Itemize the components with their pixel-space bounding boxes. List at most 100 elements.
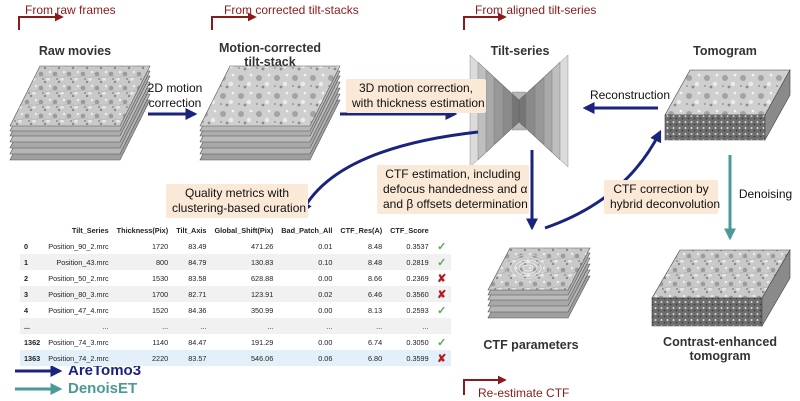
ctf-res-cell: 8.48 <box>367 241 383 251</box>
heading-tomogram: Tomogram <box>693 44 757 58</box>
row-index: 1 <box>20 254 45 270</box>
enhanced-tomogram-block <box>651 248 791 328</box>
bad-patch-cell: 0.00 <box>318 305 333 315</box>
row-index: 1362 <box>24 337 41 347</box>
thickness-cell: 1140 <box>152 337 169 347</box>
row-index: 1363 <box>20 350 45 366</box>
cross-icon: ✘ <box>437 272 447 285</box>
heading-ctf-parameters: CTF parameters <box>483 338 579 352</box>
ctf-res-cell: 8.13 <box>367 305 383 315</box>
table-header <box>433 222 451 238</box>
table-header <box>20 222 44 238</box>
global-shift-cell: 191.29 <box>250 337 274 347</box>
quality-metrics-table: Tilt_Series Thickness(Pix) Tilt_Axis Glo… <box>20 222 451 366</box>
tilt-series-cell: Position_80_3.mrc <box>44 286 113 302</box>
ctf-score-cell: 0.3599 <box>386 350 433 366</box>
ctf-score-cell: 0.3537 <box>406 241 429 251</box>
row-index: ... <box>20 318 45 334</box>
global-shift-cell: 628.88 <box>250 273 274 283</box>
table-row: ........................ <box>20 318 451 334</box>
label-3d-motion-1: 3D motion correction, <box>358 81 474 95</box>
ctf-score-cell: 0.2369 <box>406 273 429 283</box>
bad-patch-cell: ... <box>277 318 337 334</box>
global-shift-cell: 471.26 <box>250 241 274 251</box>
thickness-cell: 1520 <box>151 305 169 315</box>
tilt-series-fan <box>469 54 569 168</box>
tilt-axis-cell: 84.47 <box>188 337 207 347</box>
bad-patch-cell: 0.06 <box>277 350 337 366</box>
tilt-series-cell: Position_47_4.mrc <box>48 305 109 315</box>
label-2d-motion-2: correction <box>148 96 202 110</box>
label-3d-motion: 3D motion correction, with thickness est… <box>346 79 486 113</box>
motion-corrected-stack <box>199 65 341 161</box>
ctf-res-cell: 6.46 <box>336 286 387 302</box>
tilt-axis-cell: 84.36 <box>188 305 207 315</box>
tilt-axis-cell: 83.58 <box>188 273 207 283</box>
heading-motion-corrected: Motion-corrected <box>218 41 322 55</box>
cross-icon: ✘ <box>432 350 451 366</box>
thickness-cell: 2220 <box>112 350 173 366</box>
row-index: 2 <box>24 273 29 283</box>
source-arrow-reestimate <box>463 375 507 395</box>
tilt-series-cell: Position_43.mrc <box>44 254 113 270</box>
label-denoising: Denoising <box>738 187 793 201</box>
table-header: CTF_Res(A) <box>340 225 383 235</box>
tilt-axis-cell: 84.79 <box>172 254 211 270</box>
check-icon: ✓ <box>432 254 451 270</box>
bad-patch-cell: 0.00 <box>318 337 333 347</box>
source-arrow-aligned <box>463 12 507 30</box>
ctf-score-cell: 0.2819 <box>386 254 433 270</box>
thickness-cell: ... <box>112 318 173 334</box>
table-row: 4 Position_47_4.mrc 1520 84.36 350.99 0.00 8.1… <box>20 302 451 318</box>
tilt-axis-cell: 82.71 <box>172 286 211 302</box>
heading-tilt-series: Tilt-series <box>490 44 550 58</box>
ctf-score-cell: 0.3560 <box>386 286 433 302</box>
label-ctf-correction-1: CTF correction by <box>613 182 709 196</box>
label-reconstruction: Reconstruction <box>589 88 671 102</box>
table-header: Tilt_Series <box>71 225 109 235</box>
tilt-series-cell: Position_90_2.mrc <box>48 241 109 251</box>
label-quality-metrics-1: Quality metrics with <box>184 186 290 200</box>
tilt-axis-cell: 83.57 <box>172 350 211 366</box>
legend-aretomo-label: AreTomo3 <box>68 362 142 379</box>
ctf-res-cell: 8.66 <box>367 273 383 283</box>
row-index: 4 <box>24 305 29 315</box>
tilt-series-cell: Position_50_2.mrc <box>48 273 109 283</box>
raw-movies-stack <box>9 65 151 161</box>
global-shift-cell: 123.91 <box>210 286 278 302</box>
thickness-cell: 1700 <box>112 286 173 302</box>
tilt-series-cell: Position_74_2.mrc <box>44 350 113 366</box>
ctf-res-cell: ... <box>336 318 387 334</box>
ctf-res-cell: 6.74 <box>367 337 383 347</box>
label-ctf-estimation: CTF estimation, including defocus handed… <box>377 165 529 214</box>
label-3d-motion-2: with thickness estimation <box>352 96 485 110</box>
ctf-res-cell: 6.80 <box>336 350 387 366</box>
heading-motion-corrected-2: tilt-stack <box>244 55 296 69</box>
tilt-series-cell: Position_74_3.mrc <box>48 337 109 347</box>
ctf-score-cell: ... <box>386 318 433 334</box>
label-ctf-correction-2: hybrid deconvolution <box>610 197 721 211</box>
global-shift-cell: 350.99 <box>250 305 274 315</box>
heading-raw-movies: Raw movies <box>38 44 112 58</box>
table-header: Global_Shift(Pix) <box>214 225 274 235</box>
check-icon <box>432 318 451 334</box>
thickness-cell: 1720 <box>151 241 169 251</box>
ctf-res-cell: 8.48 <box>336 254 387 270</box>
label-ctf-estimation-1: CTF estimation, including <box>385 167 521 181</box>
label-ctf-estimation-3: and β offsets determination <box>383 197 528 211</box>
source-label-corrected: From corrected tilt-stacks <box>224 3 359 17</box>
table-header: Tilt_Axis <box>176 225 207 235</box>
row-index: 0 <box>24 241 29 251</box>
label-quality-metrics: Quality metrics with clustering-based cu… <box>166 184 308 218</box>
label-reestimate-ctf: Re-estimate CTF <box>478 386 570 400</box>
legend-denoiset-label: DenoisET <box>68 380 138 397</box>
check-icon: ✓ <box>437 336 447 349</box>
source-arrow-raw <box>18 12 64 30</box>
table-header-row: Tilt_Series Thickness(Pix) Tilt_Axis Glo… <box>20 222 451 238</box>
label-2d-motion-1: 2D motion <box>147 81 203 95</box>
heading-enhanced-tomogram-2: tomogram <box>689 349 751 363</box>
thickness-cell: 800 <box>112 254 173 270</box>
